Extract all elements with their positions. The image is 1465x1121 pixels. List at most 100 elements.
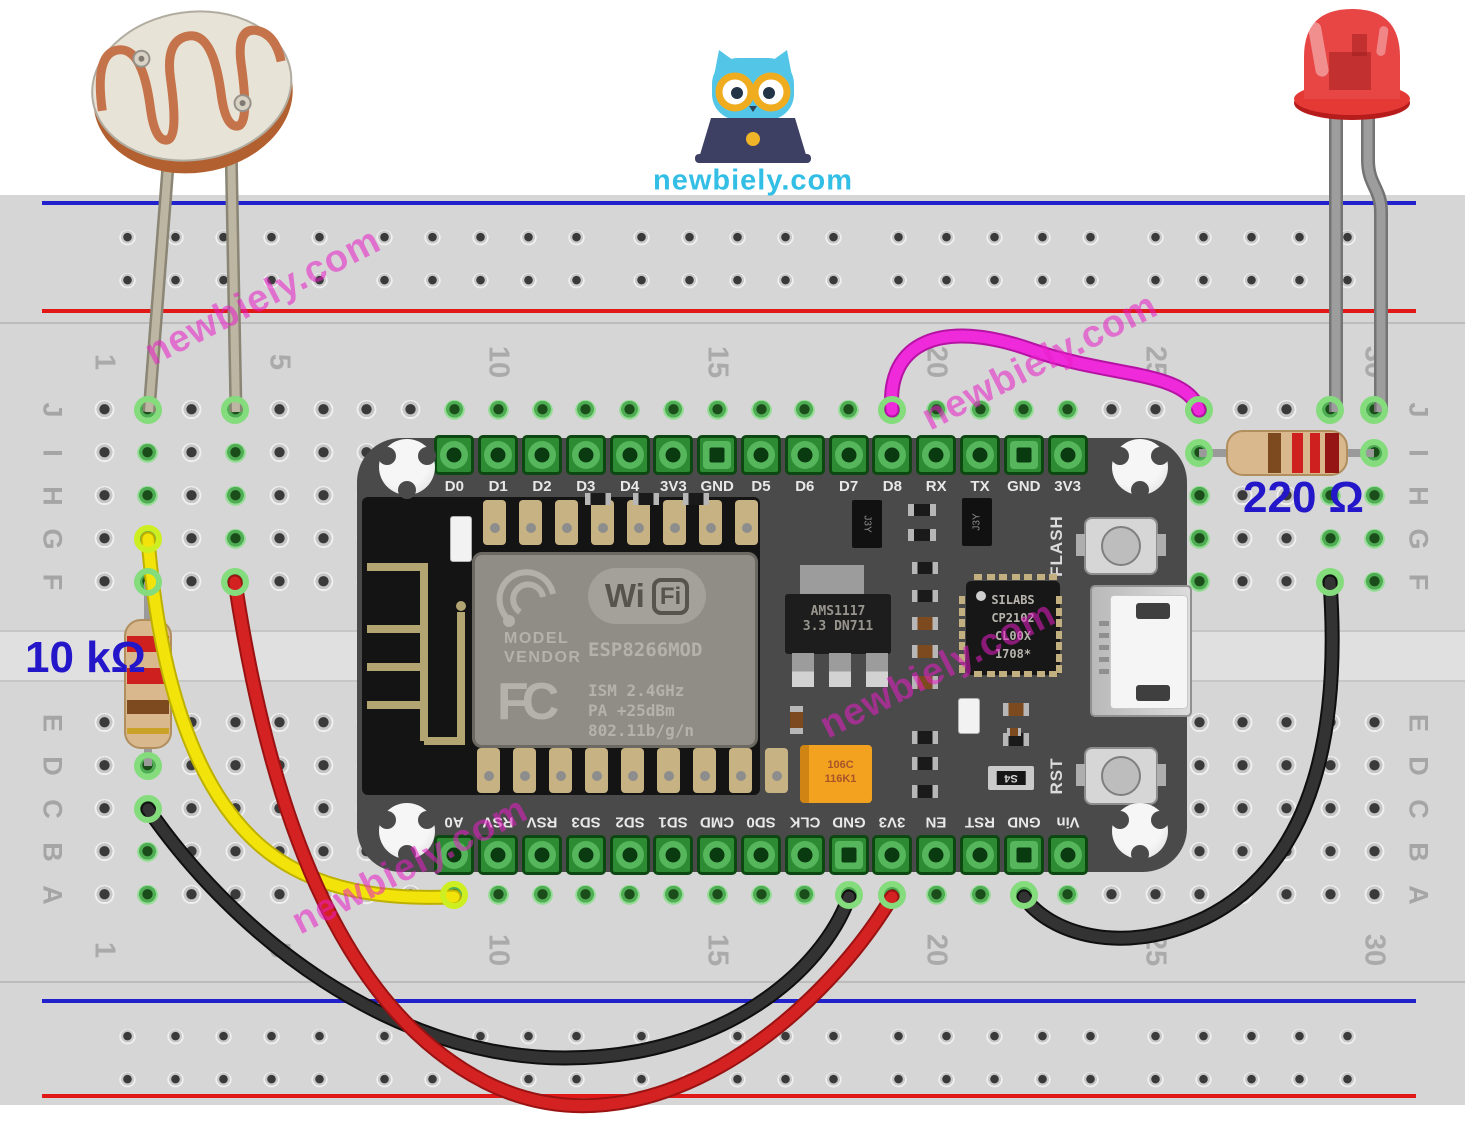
pin-pad-bottom-SD1-5 xyxy=(653,835,694,875)
connection-ring xyxy=(133,752,162,780)
pin-pad-bottom-A0-0 xyxy=(434,835,475,875)
rail-hole xyxy=(1146,1071,1164,1089)
module-pad xyxy=(585,748,608,793)
rail-hole xyxy=(632,1028,650,1046)
resistor-220 xyxy=(1199,430,1374,476)
module-pad xyxy=(735,500,758,545)
chip-pad xyxy=(1056,596,1062,604)
rail-hole xyxy=(1242,272,1260,290)
connection-ring xyxy=(221,396,250,424)
transistor: J3Y xyxy=(852,500,882,548)
chip-pad xyxy=(1049,671,1057,677)
divider-line-top xyxy=(0,322,1465,324)
rail-hole xyxy=(262,1071,280,1089)
connection-ring xyxy=(878,881,907,909)
rail-hole xyxy=(310,229,328,247)
bb-hole-A20 xyxy=(925,884,947,906)
rail-hole xyxy=(567,229,585,247)
rail-hole xyxy=(889,1028,907,1046)
rail-hole xyxy=(118,1071,136,1089)
bb-hole-J20 xyxy=(925,399,947,421)
bb-hole-H27 xyxy=(1232,485,1254,507)
rail-hole xyxy=(519,1028,537,1046)
pin-label-GND-6: GND xyxy=(700,478,734,495)
module-pad xyxy=(729,748,752,793)
ldr-serpentine xyxy=(95,25,286,145)
rail-hole xyxy=(1242,1071,1260,1089)
pin-pad-bottom-3V3-10 xyxy=(872,835,913,875)
rail-hole xyxy=(1146,272,1164,290)
rail-hole xyxy=(310,1071,328,1089)
bb-hole-J13 xyxy=(619,399,641,421)
chip-pad xyxy=(959,596,965,604)
bb-hole-C6 xyxy=(312,798,334,820)
pin-label-3V3-5: 3V3 xyxy=(660,478,687,495)
bb-hole-G4 xyxy=(224,528,246,550)
bb-hole-A30 xyxy=(1363,884,1385,906)
bb-hole-I2 xyxy=(137,442,159,464)
bb-hole-E1 xyxy=(93,712,115,734)
rail-hole xyxy=(519,229,537,247)
bb-hole-C27 xyxy=(1232,798,1254,820)
rail-hole xyxy=(937,1071,955,1089)
micro-usb-port[interactable] xyxy=(1090,585,1192,717)
chip-pad xyxy=(1056,653,1062,662)
pin-pad-bottom-CLK-8 xyxy=(784,835,825,875)
rail-hole xyxy=(680,272,698,290)
connection-ring xyxy=(878,396,907,424)
bb-hole-G27 xyxy=(1232,528,1254,550)
rail-hole xyxy=(985,229,1003,247)
bb-hole-H2 xyxy=(137,485,159,507)
pin-pad-top-GND-6 xyxy=(697,435,738,475)
bb-hole-J12 xyxy=(575,399,597,421)
bb-hole-G26 xyxy=(1188,528,1210,550)
bb-hole-B1 xyxy=(93,841,115,863)
reset-button[interactable] xyxy=(1084,747,1158,805)
bb-hole-E26 xyxy=(1188,712,1210,734)
bb-hole-G28 xyxy=(1276,528,1298,550)
bb-hole-I5 xyxy=(268,442,290,464)
bb-hole-F28 xyxy=(1276,571,1298,593)
rail-hole xyxy=(567,272,585,290)
pin-pad-bottom-CMD-6 xyxy=(697,835,738,875)
bb-hole-G5 xyxy=(268,528,290,550)
bb-hole-J10 xyxy=(487,399,509,421)
bb-hole-H29 xyxy=(1319,485,1341,507)
connection-ring xyxy=(1185,439,1213,467)
rail-hole xyxy=(166,1071,184,1089)
antenna-via xyxy=(456,601,466,611)
bb-hole-J16 xyxy=(750,399,772,421)
bb-hole-B2 xyxy=(137,841,159,863)
bb-hole-B30 xyxy=(1363,841,1385,863)
module-pad xyxy=(657,748,680,793)
chip-pad xyxy=(1036,671,1045,677)
chip-pad xyxy=(959,642,965,650)
module-pad xyxy=(663,500,686,545)
rail-hole xyxy=(1338,1071,1356,1089)
module-pad xyxy=(621,748,644,793)
rail-hole xyxy=(1290,1071,1308,1089)
flash-button[interactable] xyxy=(1084,517,1158,575)
usb-pin xyxy=(1136,685,1170,701)
bb-hole-J5 xyxy=(268,399,290,421)
pin-pad-top-3V3-14 xyxy=(1047,435,1088,475)
bb-hole-D30 xyxy=(1363,755,1385,777)
smd-component xyxy=(908,529,936,541)
pin-pad-top-GND-13 xyxy=(1003,435,1044,475)
rail-hole xyxy=(262,229,280,247)
bb-hole-H1 xyxy=(93,485,115,507)
usb-contact xyxy=(1099,633,1109,638)
bb-hole-B4 xyxy=(224,841,246,863)
bb-hole-G30 xyxy=(1363,528,1385,550)
pin-label-3V3-14: 3V3 xyxy=(1054,478,1081,495)
photoresistor-head xyxy=(91,10,293,174)
bb-hole-F3 xyxy=(181,571,203,593)
bb-hole-J28 xyxy=(1276,399,1298,421)
bb-hole-B27 xyxy=(1232,841,1254,863)
rail-hole xyxy=(567,1028,585,1046)
bb-hole-C26 xyxy=(1188,798,1210,820)
usb-chip-line2: CP2102 xyxy=(991,611,1035,625)
bb-hole-J8 xyxy=(400,399,422,421)
rail-hole xyxy=(1033,229,1051,247)
